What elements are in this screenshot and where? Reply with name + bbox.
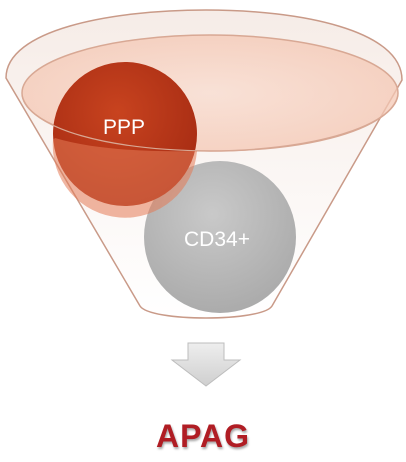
result-label: APAG bbox=[155, 418, 251, 454]
cd34-label: CD34+ bbox=[184, 228, 250, 251]
funnel-rim-front bbox=[21, 94, 399, 152]
ppp-label: PPP bbox=[103, 116, 145, 139]
down-arrow-icon bbox=[170, 342, 242, 387]
cd34-circle: CD34+ bbox=[144, 161, 296, 313]
